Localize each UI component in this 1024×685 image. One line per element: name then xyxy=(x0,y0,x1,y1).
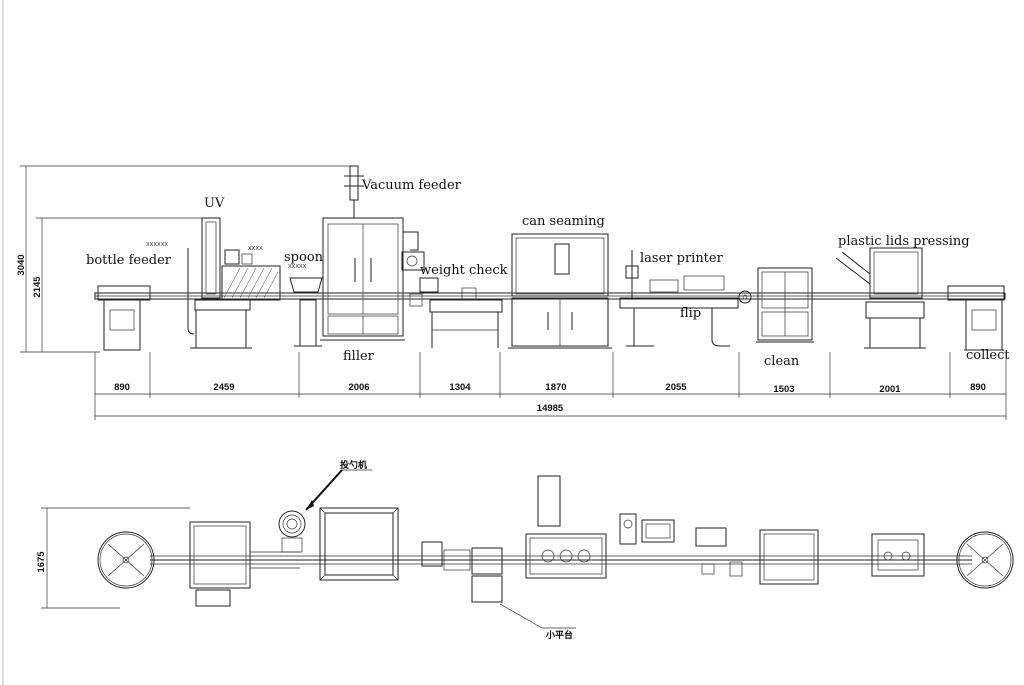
spoon-machine xyxy=(289,277,323,347)
clean-machine xyxy=(756,267,814,343)
laser-printer xyxy=(619,250,739,347)
label-weight-check: weight check xyxy=(420,263,508,278)
label-small-platform: 小平台 xyxy=(545,629,573,641)
label-flip: flip xyxy=(680,306,701,321)
laser-printer-plan xyxy=(619,513,727,575)
segment-dimensions: 890 2459 2006 1304 1870 2055 1503 2001 8… xyxy=(94,352,1007,420)
spoon-coil xyxy=(278,510,306,553)
dim-segment-7: 1503 xyxy=(773,384,794,395)
feed-turntable xyxy=(97,531,155,589)
flip-unit xyxy=(738,290,752,304)
spoon-machine-callout: 投勺机 xyxy=(305,459,372,511)
label-laser-printer: laser printer xyxy=(640,251,724,266)
can-seaming-plan xyxy=(525,475,607,579)
uv-station xyxy=(187,217,281,349)
filler-machine xyxy=(320,165,425,341)
dim-segment-3: 2006 xyxy=(348,382,369,393)
elevation-view: 3040 2145 xyxy=(16,165,1010,420)
plan-dim-1675: 1675 xyxy=(36,551,47,573)
dim-segment-4: 1304 xyxy=(449,382,471,393)
can-seaming-machine xyxy=(508,233,612,349)
label-clean: clean xyxy=(764,354,800,369)
lid-pressing-plan xyxy=(871,533,925,577)
plan-view: 1675 xyxy=(36,459,1014,641)
height-dim-3040: 3040 xyxy=(16,254,27,275)
tiny-label-3: XXXXX xyxy=(288,264,307,270)
label-vacuum-feeder: Vacuum feeder xyxy=(361,178,462,193)
dim-segment-8: 2001 xyxy=(879,384,901,395)
plan-width-dimension: 1675 xyxy=(36,507,190,609)
small-platform: 小平台 xyxy=(471,575,576,641)
weight-check-plan xyxy=(421,541,503,575)
label-spoon: spoon xyxy=(284,250,324,265)
dim-segment-1: 890 xyxy=(114,382,130,393)
collect-turntable xyxy=(956,531,1014,589)
label-filler: filler xyxy=(343,349,375,364)
label-spoon-machine: 投勺机 xyxy=(340,459,367,471)
dim-total-length: 14985 xyxy=(537,403,564,414)
clean-plan xyxy=(729,529,819,585)
label-can-seaming: can seaming xyxy=(522,214,605,229)
label-uv: UV xyxy=(204,196,225,211)
dim-segment-9: 890 xyxy=(970,382,986,393)
height-dimension: 3040 2145 xyxy=(16,165,350,353)
dim-segment-2: 2459 xyxy=(213,382,234,393)
label-plastic-lids-pressing: plastic lids pressing xyxy=(838,234,970,249)
tiny-label-1: XXXXXX xyxy=(146,242,168,248)
label-bottle-feeder: bottle feeder xyxy=(86,253,172,268)
lid-pressing-machine xyxy=(835,247,926,349)
weight-check xyxy=(409,277,503,348)
filler-plan xyxy=(319,507,399,581)
collect-table xyxy=(947,285,1005,351)
tiny-label-2: XXXX xyxy=(248,246,263,252)
label-collect: collect xyxy=(966,348,1010,363)
plan-conveyor xyxy=(150,555,972,565)
bottle-feeder-table xyxy=(97,285,151,351)
dim-segment-5: 1870 xyxy=(545,382,566,393)
dim-segment-6: 2055 xyxy=(665,382,687,393)
height-dim-2145: 2145 xyxy=(32,276,43,298)
